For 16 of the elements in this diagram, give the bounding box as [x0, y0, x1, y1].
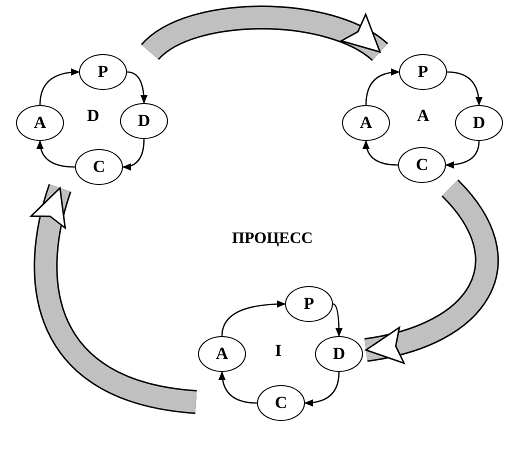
- ellipse-node: C: [257, 385, 305, 421]
- ellipse-node: C: [75, 149, 123, 185]
- ellipse-node: P: [399, 54, 447, 90]
- center-letter: D: [87, 106, 100, 126]
- ellipse-node: D: [315, 336, 363, 372]
- ellipse-node: P: [79, 54, 127, 90]
- ellipse-node: C: [398, 147, 446, 183]
- ellipse-node: A: [198, 336, 246, 372]
- ellipse-node: A: [16, 105, 64, 141]
- ellipse-node: D: [120, 103, 168, 139]
- center-letter: I: [275, 341, 282, 361]
- title: ПРОЦЕСС: [232, 230, 313, 248]
- ellipse-node: A: [342, 105, 390, 141]
- center-letter: A: [417, 106, 430, 126]
- ellipse-node: D: [455, 105, 503, 141]
- ellipse-node: P: [285, 286, 333, 322]
